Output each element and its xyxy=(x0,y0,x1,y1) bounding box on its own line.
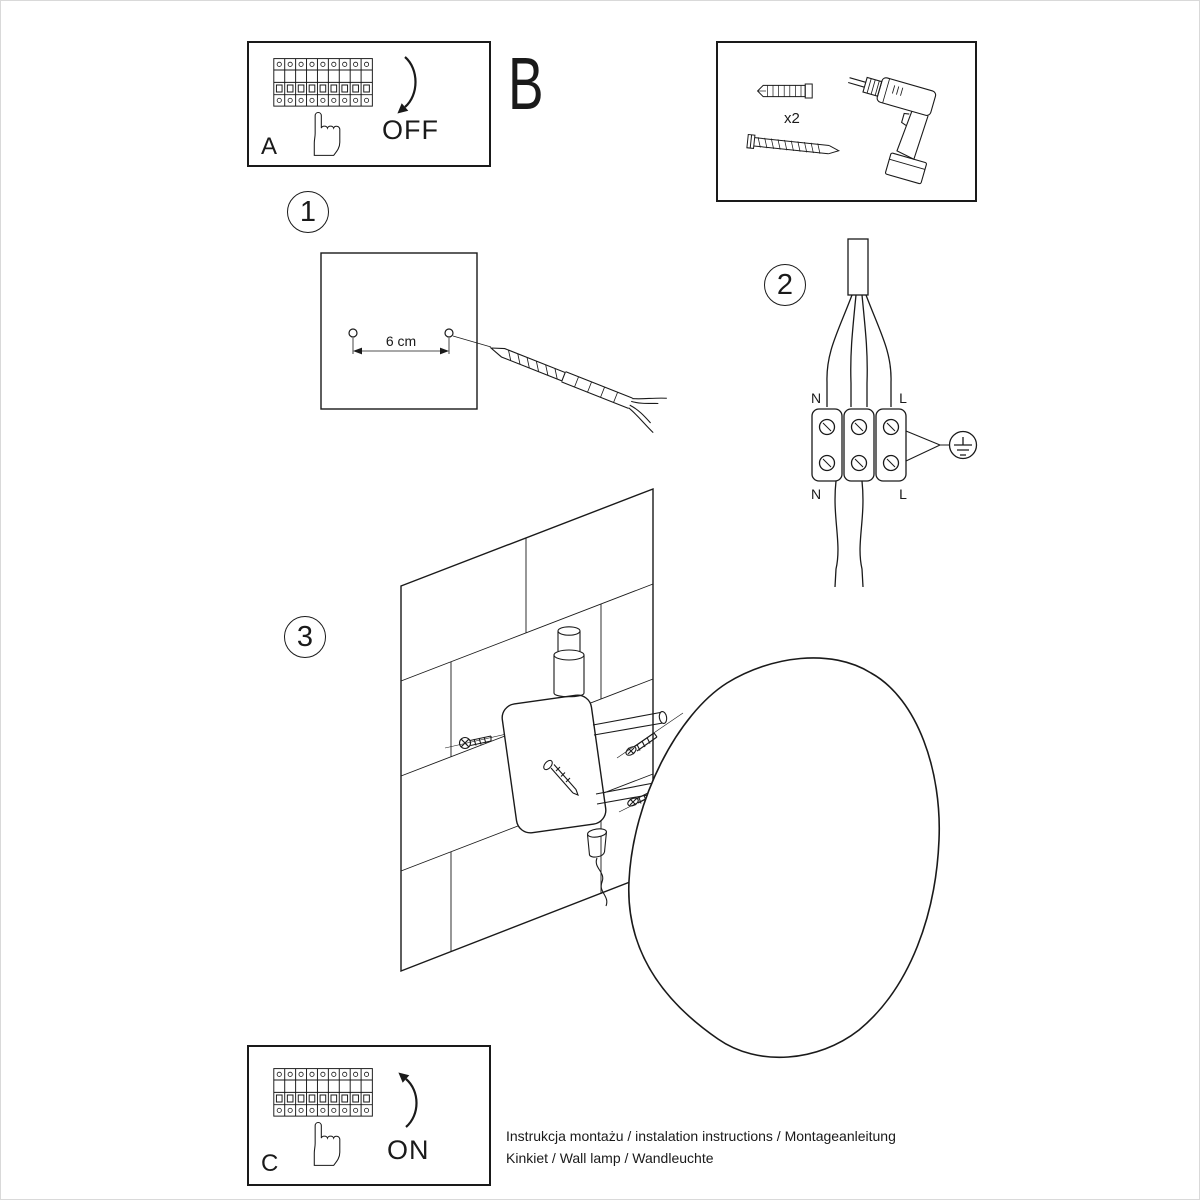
earth-symbol-icon xyxy=(948,430,978,460)
step3-number-text: 3 xyxy=(296,620,314,653)
panel-c-label: C xyxy=(261,1150,279,1177)
panel-a-box: A OFF xyxy=(247,41,491,167)
screw-plug-icon xyxy=(489,347,667,434)
lamp-shade xyxy=(628,657,941,1059)
wall-plug-icon xyxy=(756,83,813,99)
pointing-hand-icon xyxy=(313,111,341,156)
breaker-panel-icon xyxy=(273,58,373,156)
drill-hole-left xyxy=(348,328,358,338)
socket-screw-icon xyxy=(543,759,579,796)
dimension-line xyxy=(352,338,450,354)
earth-link-lines xyxy=(905,430,949,462)
panel-a-label: A xyxy=(261,133,278,160)
switch-on-arrow-icon xyxy=(398,1072,418,1128)
pointer-line xyxy=(452,335,492,348)
terminal-block xyxy=(811,408,907,482)
footer-line-1: Instrukcja montażu / instalation instruc… xyxy=(506,1128,896,1144)
terminal-label-n-top: N xyxy=(811,390,821,406)
dim-arrow-left xyxy=(353,347,362,355)
pointing-hand-icon xyxy=(313,1121,341,1166)
step2-number-text: 2 xyxy=(776,268,794,301)
step3-number: 3 xyxy=(284,616,326,658)
terminal-label-n-bottom: N xyxy=(811,486,821,502)
terminal-label-l-bottom: L xyxy=(899,486,907,502)
breaker-panel-icon xyxy=(273,1068,373,1166)
lamp-socket-icon xyxy=(553,626,585,698)
step3-diagram xyxy=(400,487,941,1059)
dimension-label: 6 cm xyxy=(386,333,416,349)
cable-sheath xyxy=(847,238,869,296)
section-b-label: B xyxy=(508,42,544,125)
screw-icon xyxy=(746,133,841,155)
wires-top xyxy=(826,294,892,407)
step2-number: 2 xyxy=(764,264,806,306)
footer-line-2: Kinkiet / Wall lamp / Wandleuchte xyxy=(506,1150,714,1166)
panel-c-action: ON xyxy=(387,1135,430,1165)
terminal-label-l-top: L xyxy=(899,390,907,406)
step1-number: 1 xyxy=(287,191,329,233)
terminal-screws xyxy=(276,61,370,103)
footer: Instrukcja montażu / instalation instruc… xyxy=(506,1125,896,1169)
step2-wiring-diagram: N L N L xyxy=(811,238,978,588)
switch-off-arrow-icon xyxy=(397,56,417,114)
plug-count-label: x2 xyxy=(784,110,800,127)
lower-socket-icon xyxy=(586,828,608,907)
wall-screw-icon xyxy=(444,732,512,750)
tools-box: x2 xyxy=(716,41,977,202)
step1-diagram: 6 cm xyxy=(320,252,667,434)
wires-bottom xyxy=(834,480,864,588)
step1-number-text: 1 xyxy=(299,195,317,228)
dim-arrow-right xyxy=(440,347,449,355)
mounting-template xyxy=(320,252,478,410)
drill-icon xyxy=(848,76,937,185)
drill-hole-right xyxy=(444,328,454,338)
panel-c-box: C ON xyxy=(247,1045,491,1186)
mounting-plate xyxy=(501,694,607,834)
terminal-screws xyxy=(276,1071,370,1113)
panel-a-action: OFF xyxy=(382,115,439,145)
